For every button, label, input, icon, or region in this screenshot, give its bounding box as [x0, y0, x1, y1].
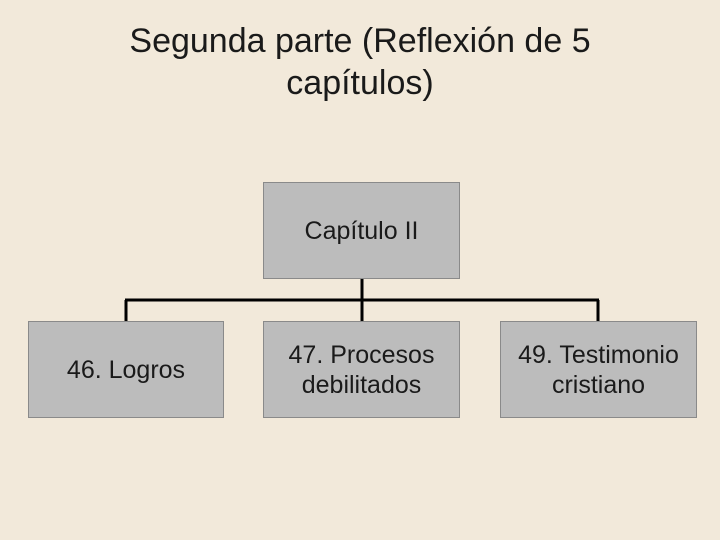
node-procesos-debilitados: 47. Procesos debilitados — [263, 321, 460, 418]
node-child-label: 49. Testimonio cristiano — [518, 340, 679, 399]
node-testimonio-cristiano: 49. Testimonio cristiano — [500, 321, 697, 418]
node-child-label: 47. Procesos debilitados — [288, 340, 435, 399]
slide-title: Segunda parte (Reflexión de 5 capítulos) — [129, 22, 591, 102]
node-root-label: Capítulo II — [304, 216, 419, 245]
node-logros: 46. Logros — [28, 321, 224, 418]
node-child-label: 46. Logros — [66, 355, 186, 384]
node-capitulo-ii: Capítulo II — [263, 182, 460, 279]
